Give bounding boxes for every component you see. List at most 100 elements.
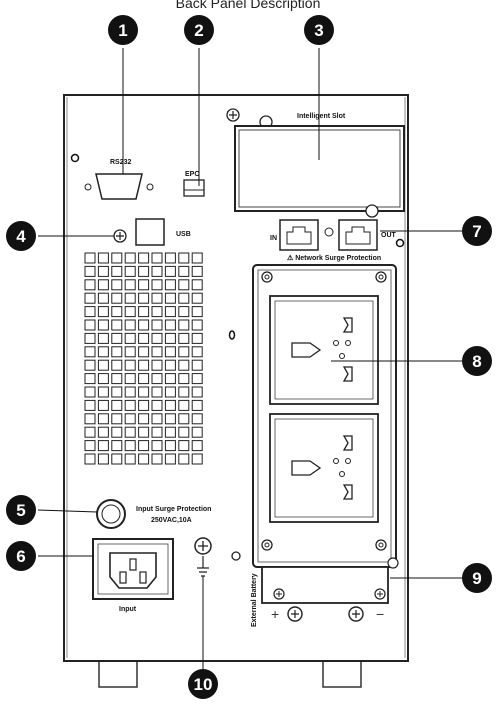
svg-text:8: 8: [472, 352, 481, 371]
usb-label: USB: [176, 231, 191, 238]
vent-hole: [138, 279, 150, 291]
vent-hole: [97, 332, 109, 344]
rs232-port: [95, 173, 143, 200]
vent-hole: [111, 413, 123, 425]
vent-hole: [191, 359, 203, 371]
vent-hole: [178, 252, 190, 264]
vent-hole: [97, 399, 109, 411]
vent-hole: [151, 386, 163, 398]
vent-hole: [138, 373, 150, 385]
vent-hole: [111, 306, 123, 318]
vent-hole: [191, 306, 203, 318]
vent-hole: [97, 426, 109, 438]
vent-hole: [84, 399, 96, 411]
vent-hole: [178, 306, 190, 318]
vent-hole: [84, 332, 96, 344]
network-surge-label: ⚠ Network Surge Protection: [287, 254, 381, 262]
svg-text:3: 3: [314, 21, 323, 40]
vent-hole: [124, 386, 136, 398]
input-surge-rating: 250VAC,10A: [151, 517, 192, 524]
svg-text:5: 5: [16, 501, 25, 520]
vent-hole: [97, 373, 109, 385]
vent-hole: [138, 265, 150, 277]
vent-hole: [164, 306, 176, 318]
network-out-port: [338, 219, 378, 251]
vent-hole: [191, 346, 203, 358]
vent-hole: [151, 279, 163, 291]
input-power-socket: [92, 538, 174, 600]
vent-hole: [178, 399, 190, 411]
vent-hole: [178, 453, 190, 465]
vent-hole: [138, 306, 150, 318]
vent-hole: [138, 359, 150, 371]
vent-hole: [84, 426, 96, 438]
vent-hole: [164, 359, 176, 371]
in-label: IN: [270, 235, 277, 242]
vent-hole: [97, 346, 109, 358]
vent-hole: [84, 319, 96, 331]
vent-hole: [84, 292, 96, 304]
callout-6: 6: [6, 541, 36, 571]
vent-hole: [84, 453, 96, 465]
vent-hole: [191, 292, 203, 304]
vent-hole: [151, 440, 163, 452]
vent-hole: [84, 386, 96, 398]
slot-screw-bottom: [365, 204, 379, 218]
vent-hole: [97, 279, 109, 291]
vent-hole: [191, 265, 203, 277]
vent-hole: [84, 252, 96, 264]
vent-hole: [97, 440, 109, 452]
output-socket-1: [269, 295, 379, 405]
vent-hole: [164, 346, 176, 358]
vent-hole: [164, 453, 176, 465]
vent-hole: [124, 319, 136, 331]
svg-text:1: 1: [118, 21, 127, 40]
vent-hole: [138, 413, 150, 425]
vent-hole: [84, 279, 96, 291]
vent-hole: [138, 252, 150, 264]
vent-hole: [84, 373, 96, 385]
vent-hole: [191, 413, 203, 425]
vent-hole: [191, 252, 203, 264]
input-surge-label: Input Surge Protection: [136, 506, 211, 513]
vent-hole: [151, 346, 163, 358]
rs232-label: RS232: [110, 159, 132, 166]
vent-hole: [111, 279, 123, 291]
vent-hole: [191, 386, 203, 398]
usb-port: [135, 218, 165, 246]
vent-hole: [164, 332, 176, 344]
callout-3: 3: [304, 15, 334, 45]
input-label: Input: [119, 606, 137, 613]
vent-hole: [124, 359, 136, 371]
vent-hole: [164, 413, 176, 425]
out-label: OUT: [381, 232, 397, 239]
vent-hole: [97, 306, 109, 318]
vent-hole: [111, 440, 123, 452]
leader-lines: [37, 48, 463, 669]
svg-text:10: 10: [194, 675, 213, 694]
callout-1: 1: [108, 15, 138, 45]
vent-hole: [178, 332, 190, 344]
epo-label: EPO: [185, 171, 200, 178]
vent-hole: [138, 440, 150, 452]
mount-hole-center: [228, 330, 236, 340]
vent-hole: [164, 440, 176, 452]
vent-hole: [178, 359, 190, 371]
vent-hole: [111, 373, 123, 385]
vent-hole: [151, 332, 163, 344]
vent-hole: [151, 453, 163, 465]
callout-8: 8: [462, 346, 492, 376]
vent-hole: [124, 306, 136, 318]
vent-hole: [111, 332, 123, 344]
vent-hole: [164, 426, 176, 438]
network-in-port: [279, 219, 319, 251]
intelligent-slot-label: Intelligent Slot: [297, 113, 346, 120]
vent-hole: [178, 265, 190, 277]
vent-hole: [84, 306, 96, 318]
vent-hole: [111, 453, 123, 465]
mount-hole-right: [395, 238, 405, 248]
svg-text:7: 7: [472, 222, 481, 241]
vent-hole: [97, 386, 109, 398]
vent-hole: [138, 346, 150, 358]
vent-hole: [84, 359, 96, 371]
